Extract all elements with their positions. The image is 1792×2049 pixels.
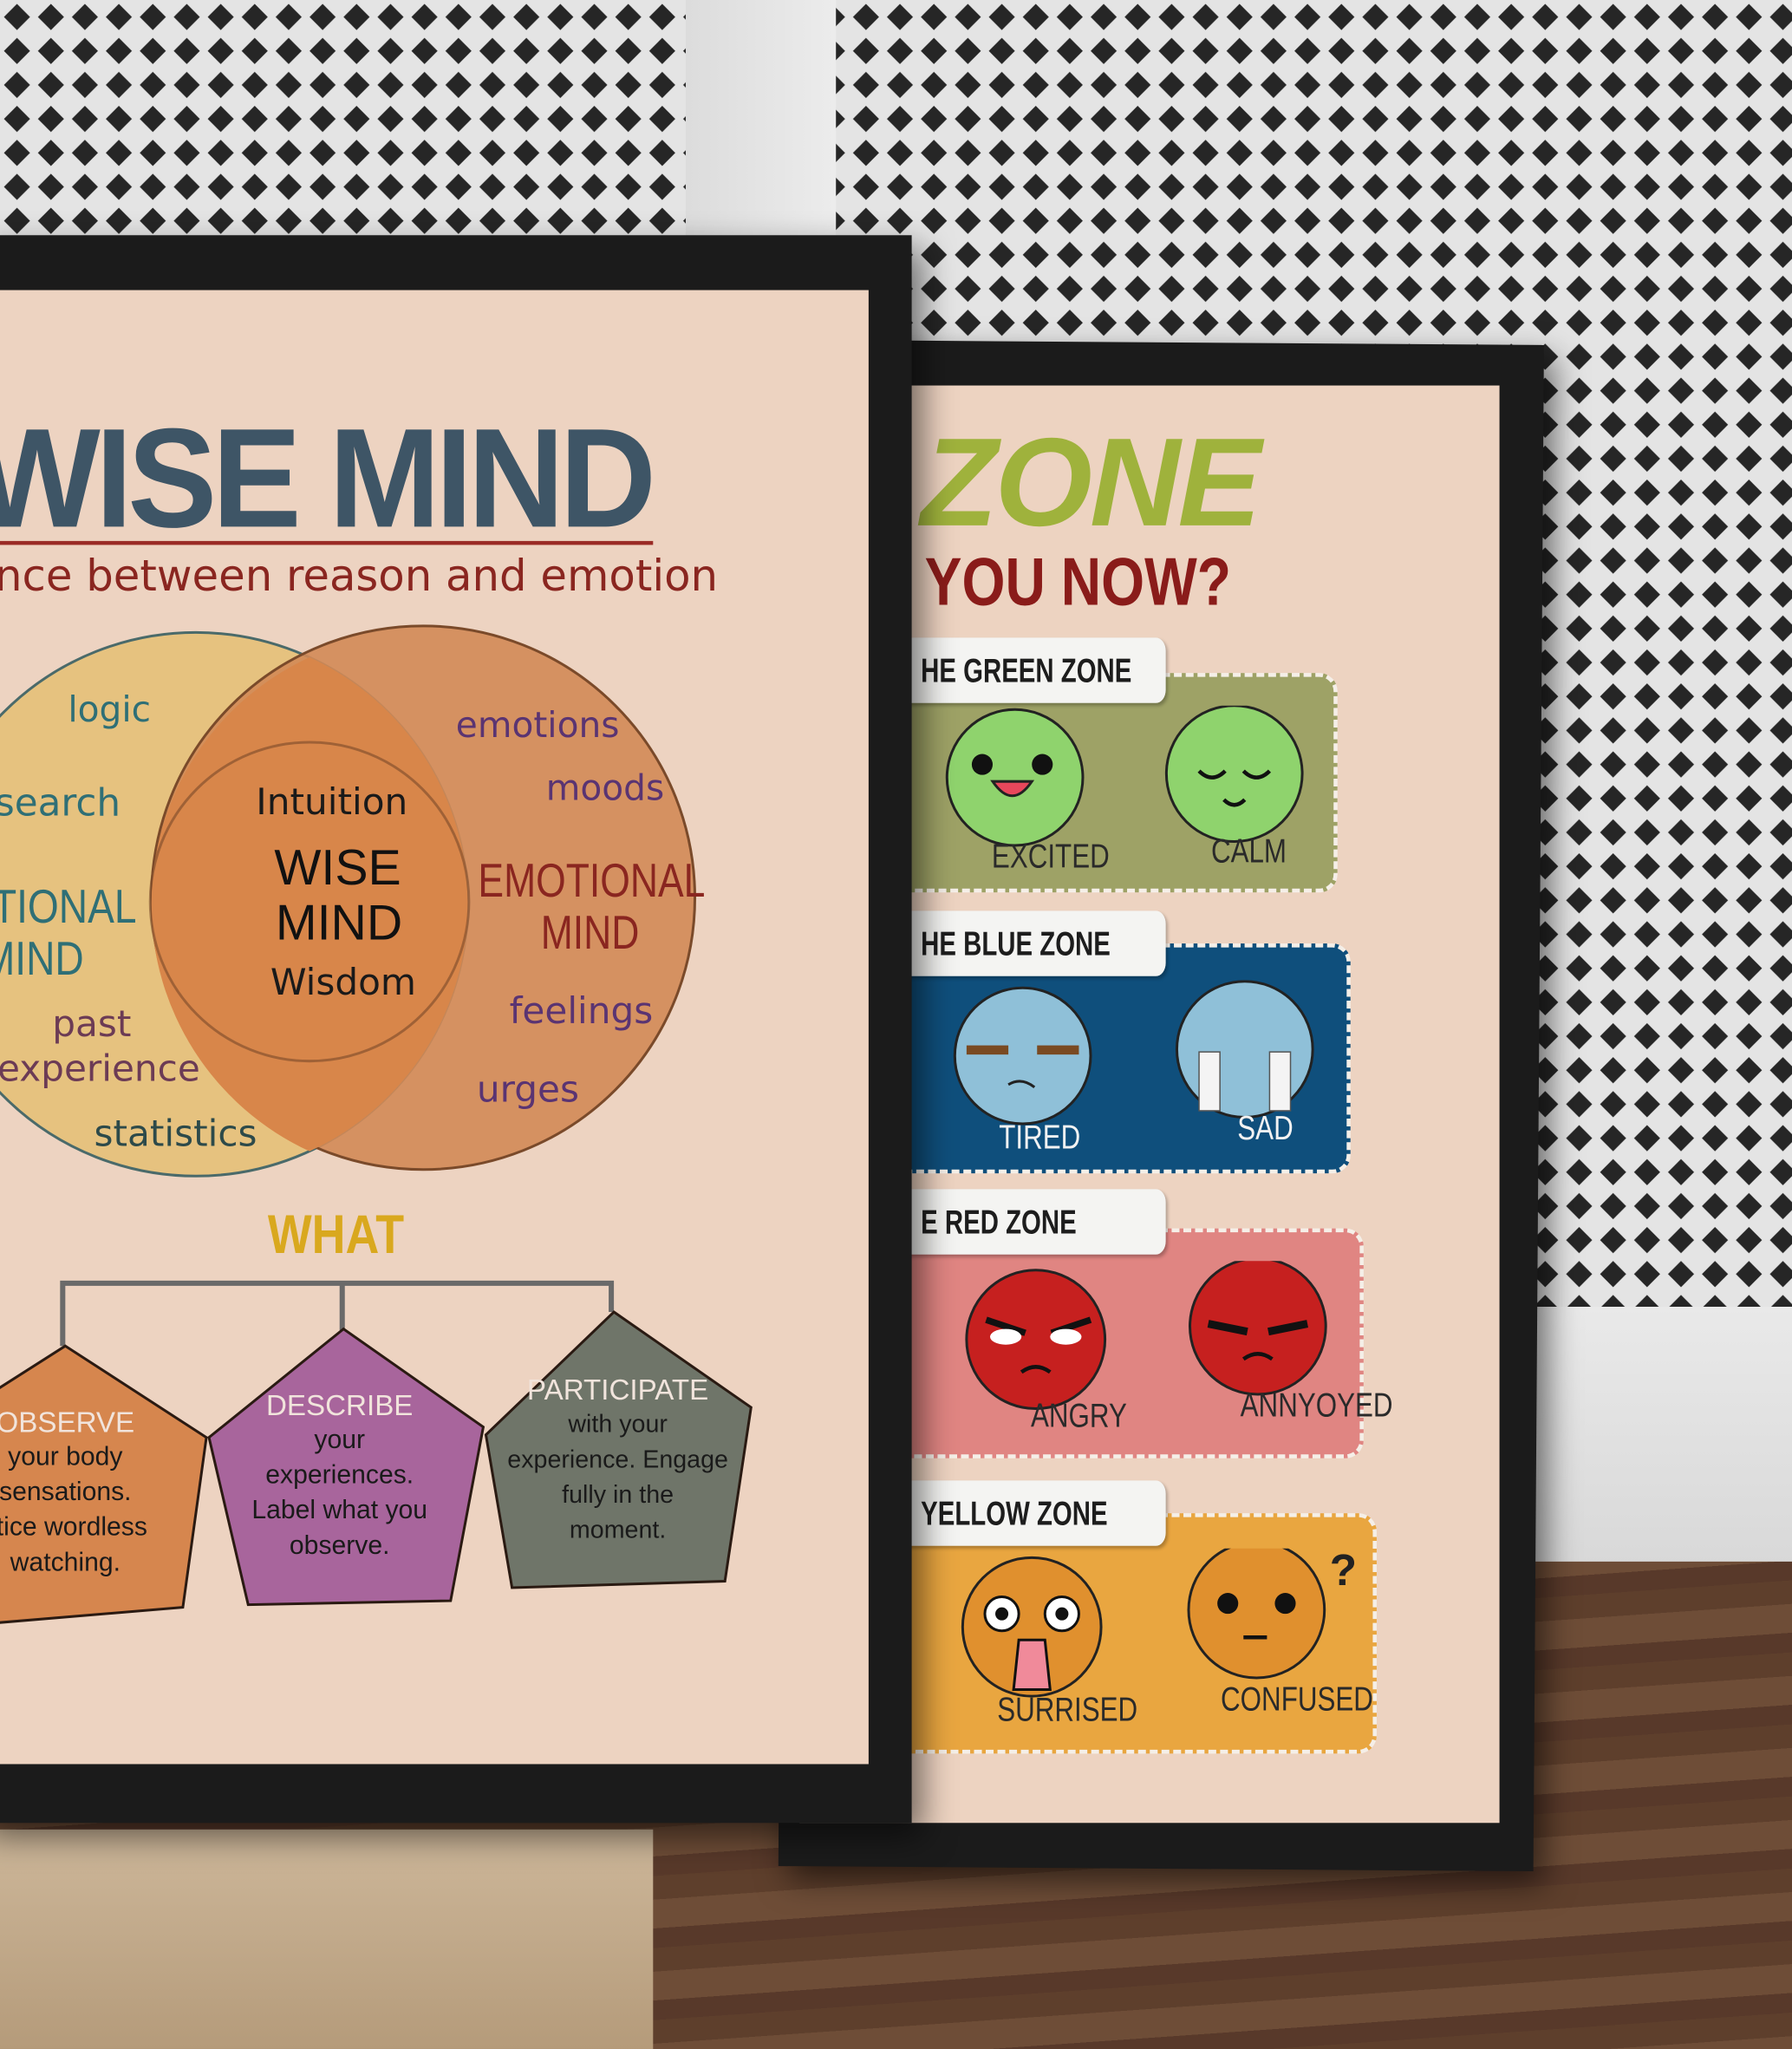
what-skills-tree (0, 1280, 753, 1624)
skill-line: watching. (10, 1548, 121, 1577)
venn-diagram (0, 624, 697, 1178)
wise-mind-overlap (151, 657, 468, 1152)
describe-skill: DESCRIBE your experiences. Label what yo… (222, 1387, 457, 1563)
face-label-annoyed: ANNYOYED (1240, 1385, 1393, 1425)
reasonable-mind-label-2: MIND (0, 931, 84, 986)
annoyed-face-icon (1189, 1261, 1327, 1396)
calm-face-icon (1164, 705, 1304, 843)
wise-mind-intuition: Intuition (256, 780, 408, 824)
wise-mind-label-1: WISE (274, 841, 401, 897)
venn-item-feelings: feelings (509, 989, 654, 1033)
face-label-excited: EXCITED (991, 836, 1110, 876)
wise-mind-poster: WISE MIND nce between reason and emotion… (0, 290, 869, 1765)
tree-connector-lines (60, 1280, 615, 1347)
wise-mind-label-2: MIND (275, 896, 403, 952)
face-label-tired: TIRED (999, 1117, 1081, 1157)
confused-face-icon (1187, 1548, 1326, 1680)
venn-item-past: past (52, 1002, 132, 1046)
yellow-faces (961, 1548, 1326, 1698)
participate-skill: PARTICIPATE with your experience. Engage… (500, 1372, 735, 1548)
wise-mind-title: WISE MIND (0, 398, 656, 557)
what-heading: WHAT (267, 1203, 405, 1265)
face-label-sad: SAD (1237, 1107, 1293, 1148)
skill-name: OBSERVE (0, 1406, 135, 1439)
skill-line: with your (568, 1411, 668, 1439)
zones-question: YOU NOW? (924, 545, 1231, 621)
wise-mind-subtitle: nce between reason and emotion (0, 550, 719, 602)
skill-line: your body (8, 1442, 123, 1471)
skill-line: sensations. (0, 1478, 132, 1507)
venn-item-logic: logic (68, 689, 152, 731)
venn-item-statistics: statistics (94, 1112, 257, 1156)
participate-pentagon (484, 1310, 753, 1589)
venn-item-emotions: emotions (455, 705, 620, 747)
observe-skill: OBSERVE your body sensations. ctice word… (0, 1405, 183, 1581)
zones-title: ZONE (921, 421, 1261, 546)
skill-name: DESCRIBE (265, 1388, 414, 1422)
skill-line: your (314, 1426, 366, 1455)
skill-name: PARTICIPATE (526, 1373, 709, 1406)
venn-item-moods: moods (545, 768, 665, 809)
wooden-block (0, 1829, 654, 2049)
skill-line: observe. (289, 1531, 390, 1561)
skill-line: experience. Engage (507, 1446, 728, 1474)
angry-face-icon (965, 1269, 1107, 1411)
venn-item-search: search (0, 780, 121, 825)
face-label-calm: CALM (1210, 831, 1287, 871)
wise-mind-wisdom: Wisdom (270, 960, 417, 1004)
confused-question-mark: ? (1329, 1545, 1358, 1596)
zones-title-text: ZONE (921, 413, 1261, 553)
venn-item-urges: urges (476, 1067, 579, 1111)
skill-line: ctice wordless (0, 1513, 147, 1543)
tired-face-icon (953, 986, 1092, 1126)
skill-line: Label what you (251, 1496, 428, 1525)
skill-line: experiences. (265, 1460, 414, 1490)
zones-poster: ZONE YOU NOW? HE GREEN ZONE EXCITED CALM… (799, 385, 1500, 1824)
emotional-mind-label-2: MIND (540, 905, 640, 960)
surprised-face-icon (961, 1556, 1103, 1698)
venn-item-experience: experience (0, 1047, 200, 1090)
red-faces (965, 1261, 1327, 1411)
describe-pentagon (207, 1327, 485, 1607)
reasonable-mind-label-1: TIONAL (0, 879, 137, 933)
face-label-angry: ANGRY (1031, 1395, 1127, 1435)
sad-face-icon (1175, 980, 1314, 1119)
emotional-mind-label-1: EMOTIONAL (478, 853, 706, 907)
face-label-surprised: SURRISED (997, 1689, 1138, 1729)
skill-line: fully in the (562, 1481, 674, 1510)
observe-pentagon (0, 1344, 208, 1624)
excited-face-icon (945, 708, 1085, 847)
title-underline (0, 540, 654, 545)
skill-line: moment. (569, 1517, 667, 1545)
face-label-confused: CONFUSED (1221, 1679, 1373, 1719)
